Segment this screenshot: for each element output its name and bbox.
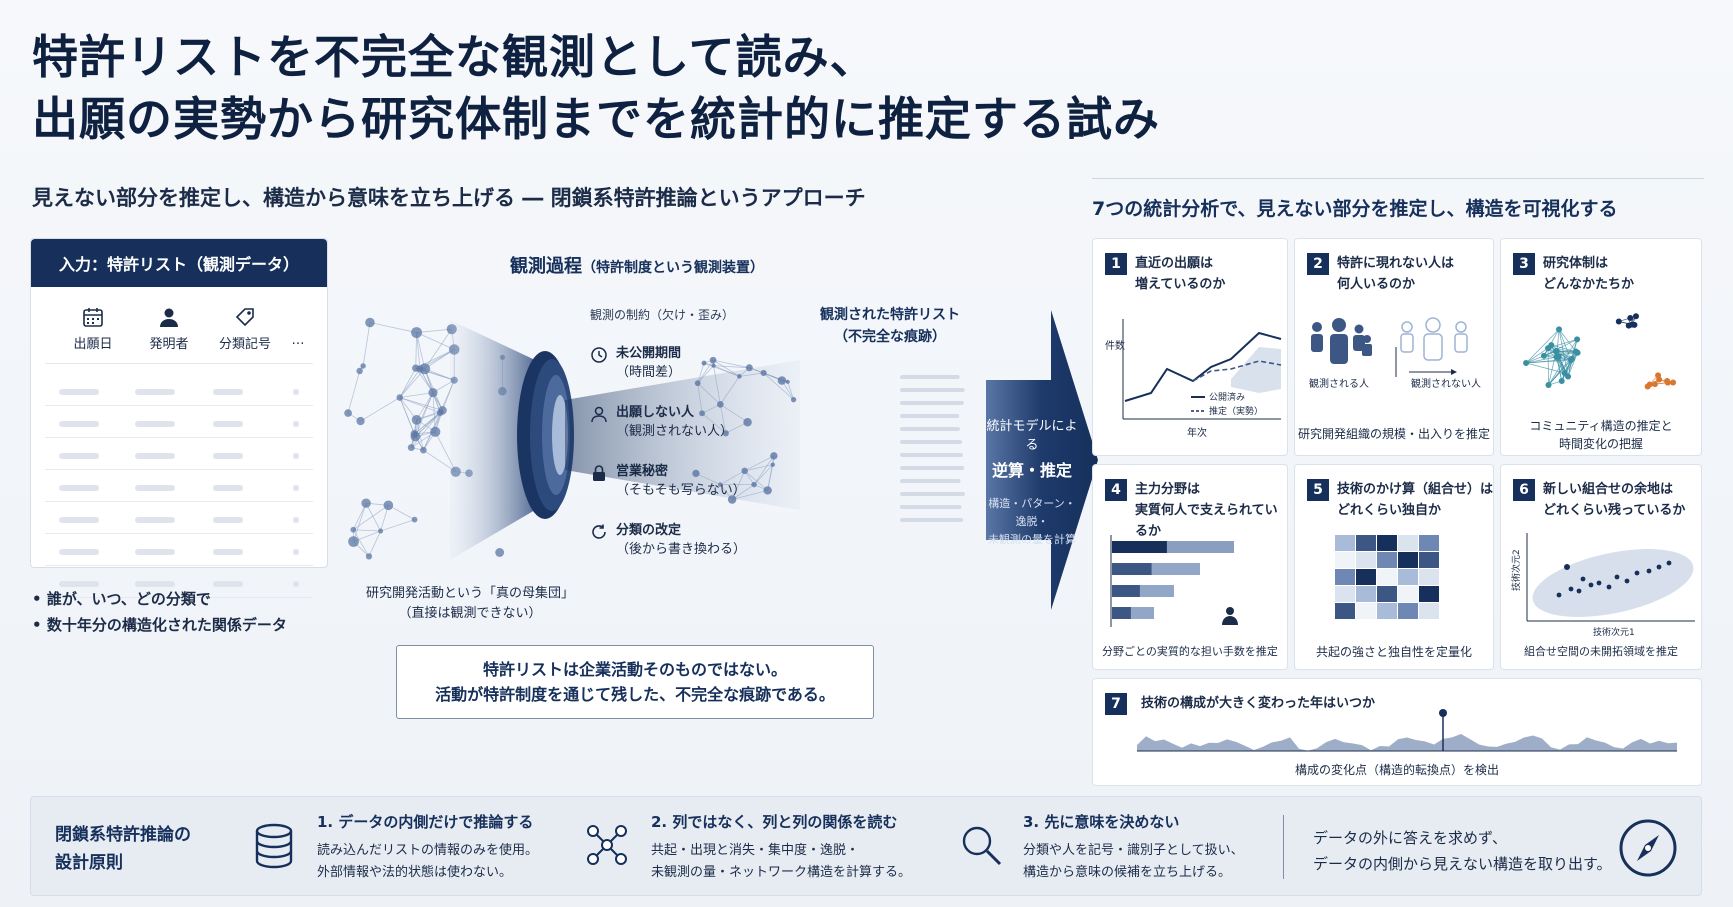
field-bar-chart xyxy=(1110,535,1238,627)
network-icon xyxy=(585,823,629,871)
analysis-card-4: 4 主力分野は実質何人で支えられているか 分野ごとの実質的な担い手数を推定 xyxy=(1092,464,1288,670)
analysis-card-7: 7 技術の構成が大きく変わった年はいつか 構成の変化点（構造的転換点）を検出 xyxy=(1092,678,1702,786)
svg-text:観測される人: 観測される人 xyxy=(1309,377,1369,390)
magnifier-icon xyxy=(959,823,1003,871)
input-panel: 入力：特許リスト（観測データ） 出願日 発明者 分類記号 … xyxy=(30,238,328,598)
principle-item: 3. 先に意味を決めない 分類や人を記号・識別子として扱い、構造から意味の候補を… xyxy=(1023,813,1244,880)
page-title: 特許リストを不完全な観測として読み、 出願の実勢から研究体制までを統計的に推定す… xyxy=(32,30,1160,146)
constraints-heading: 観測の制約（欠け・歪み） xyxy=(590,308,735,322)
observed-people-icon xyxy=(1311,318,1372,364)
observed-network xyxy=(692,356,797,504)
person-icon xyxy=(129,301,209,333)
key-message-callout: 特許リストは企業活動そのものではない。 活動が特許制度を通じて残した、不完全な痕… xyxy=(396,645,874,719)
constraint-item: 営業秘密（そもそも写らない） xyxy=(590,462,746,500)
person-outline-icon xyxy=(590,405,608,429)
analyses-title: 7つの統計分析で、見えない部分を推定し、構造を可視化する xyxy=(1092,198,1618,220)
compass-icon xyxy=(1617,817,1679,883)
principle-item: 1. データの内側だけで推論する 読み込んだリストの情報のみを使用。外部情報や法… xyxy=(317,813,539,880)
svg-text:観測されない人: 観測されない人 xyxy=(1411,377,1481,390)
analysis-card-5: 5 技術のかけ算（組合せ）はどれくらい独自か 共起の強さと独自性を定量化 xyxy=(1294,464,1494,670)
lock-icon xyxy=(590,464,608,488)
analysis-card-6: 6 新しい組合せの余地はどれくらい残っているか 技術次元2 技術次元1 組合せ空… xyxy=(1500,464,1702,670)
calendar-icon xyxy=(53,301,133,333)
inference-arrow xyxy=(986,310,1098,610)
analysis-card-2: 2 特許に現れない人は何人いるのか 観測される人 観測されない人 研究開発組織の… xyxy=(1294,238,1494,456)
lens-icon xyxy=(517,351,574,519)
change-point-series xyxy=(1137,709,1677,752)
analysis-card-1: 1 直近の出願は増えているのか 件数 公開済み 推定（実勢） 年次 xyxy=(1092,238,1288,456)
tag-icon xyxy=(205,301,285,333)
population-label: 研究開発活動という「真の母集団」 （直接は観測できない） xyxy=(365,586,574,621)
observation-beam-in xyxy=(450,320,535,560)
cooccurrence-heatmap xyxy=(1335,535,1439,619)
svg-text:推定（実勢）: 推定（実勢） xyxy=(1209,405,1263,417)
divider xyxy=(1283,815,1284,879)
constraint-item: 分類の改定（後から書き換わる） xyxy=(590,521,746,559)
observation-illustration xyxy=(344,317,965,560)
input-bullets: 誰が、いつ、どの分類で 数十年分の構造化された関係データ xyxy=(32,586,287,638)
people-illustration: 観測される人 観測されない人 xyxy=(1309,317,1481,390)
svg-text:公開済み: 公開済み xyxy=(1209,391,1245,403)
svg-text:年次: 年次 xyxy=(1187,426,1207,439)
list-item: 誰が、いつ、どの分類で xyxy=(32,586,287,612)
observed-list-label: 観測された特許リスト （不完全な痕跡） xyxy=(820,307,960,345)
community-network xyxy=(1523,313,1677,390)
input-panel-header: 入力：特許リスト（観測データ） xyxy=(31,239,327,287)
trend-line-chart: 件数 公開済み 推定（実勢） 年次 xyxy=(1105,319,1282,439)
principles-conclusion: データの外に答えを求めず、データの内側から見えない構造を取り出す。 xyxy=(1313,829,1612,873)
unobserved-people-icon xyxy=(1400,317,1468,361)
column-filing-date: 出願日 xyxy=(53,301,133,352)
svg-text:件数: 件数 xyxy=(1105,339,1125,352)
list-item: 数十年分の構造化された関係データ xyxy=(32,612,287,638)
arrow-label: 統計モデルによる 逆算・推定 構造・パターン・逸脱・未観測の量を計算 xyxy=(986,419,1078,546)
combination-space-scatter: 技術次元2 技術次元1 xyxy=(1510,533,1695,638)
subtitle: 見えない部分を推定し、構造から意味を立ち上げる ― 閉鎖系特許推論というアプロー… xyxy=(32,186,866,210)
svg-text:技術次元1: 技術次元1 xyxy=(1593,626,1635,638)
constraint-item: 出願しない人（観測されない人） xyxy=(590,403,733,441)
column-classification: 分類記号 xyxy=(205,301,285,352)
column-inventor: 発明者 xyxy=(129,301,209,352)
refresh-icon xyxy=(590,523,608,547)
column-more: … xyxy=(291,333,305,348)
svg-text:技術次元2: 技術次元2 xyxy=(1510,549,1522,591)
clock-icon xyxy=(590,346,608,370)
database-icon xyxy=(253,823,295,873)
observation-title: 観測過程（特許制度という観測装置） xyxy=(510,256,764,277)
design-principles: 閉鎖系特許推論の設計原則 1. データの内側だけで推論する 読み込んだリストの情… xyxy=(30,796,1702,896)
divider xyxy=(1092,178,1704,179)
observed-patent-list xyxy=(900,375,965,522)
principle-item: 2. 列ではなく、列と列の関係を読む 共起・出現と消失・集中度・逸脱・未観測の量… xyxy=(651,813,912,880)
analysis-card-3: 3 研究体制はどんなかたちか コミュニティ構造の推定と時間変化の把握 xyxy=(1500,238,1702,456)
principles-heading: 閉鎖系特許推論の設計原則 xyxy=(55,825,191,873)
constraint-item: 未公開期間（時間差） xyxy=(590,344,681,382)
